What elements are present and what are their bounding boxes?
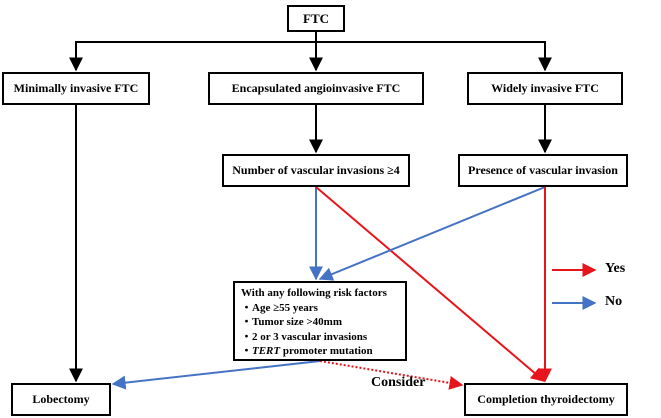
node-presence-vascular-invasion: Presence of vascular invasion	[458, 154, 628, 187]
arrow-ftc-to-widely-invasive	[316, 41, 552, 72]
risk-factor-vascular-invasions: 2 or 3 vascular invasions	[241, 330, 399, 345]
tert-gene-name: TERT	[252, 345, 281, 357]
consider-annotation: Consider	[371, 375, 426, 390]
node-lobectomy: Lobectomy	[11, 383, 111, 416]
arrow-ftc-to-minimally-invasive	[69, 32, 317, 72]
legend-no-label: No	[605, 294, 623, 309]
node-ftc: FTC	[287, 5, 345, 32]
node-vascular-invasions-ge4: Number of vascular invasions ≥4	[222, 154, 410, 187]
arrow-risk-factors-to-completion-thyroidectomy	[319, 360, 464, 390]
legend-yes-label: Yes	[605, 261, 626, 276]
tert-mutation-text: promoter mutation	[280, 345, 373, 357]
node-minimally-invasive-ftc: Minimally invasive FTC	[2, 72, 150, 105]
risk-factor-tumor-size: Tumor size >40mm	[241, 315, 399, 330]
node-encapsulated-angioinvasive-ftc: Encapsulated angioinvasive FTC	[208, 72, 424, 105]
arrow-vascular-invasions-ge4-to-completion-thyroidectomy	[315, 186, 546, 382]
risk-factor-age: Age ≥55 years	[241, 301, 399, 316]
risk-factors-heading: With any following risk factors	[241, 287, 387, 299]
arrow-presence-vascular-invasion-to-risk-factors	[318, 186, 546, 281]
node-widely-invasive-ftc: Widely invasive FTC	[467, 72, 623, 105]
arrow-risk-factors-to-lobectomy	[111, 360, 321, 390]
risk-factor-tert-mutation: TERT promoter mutation	[241, 344, 399, 359]
node-risk-factors: With any following risk factors Age ≥55 …	[233, 281, 407, 361]
node-completion-thyroidectomy: Completion thyroidectomy	[464, 383, 628, 416]
